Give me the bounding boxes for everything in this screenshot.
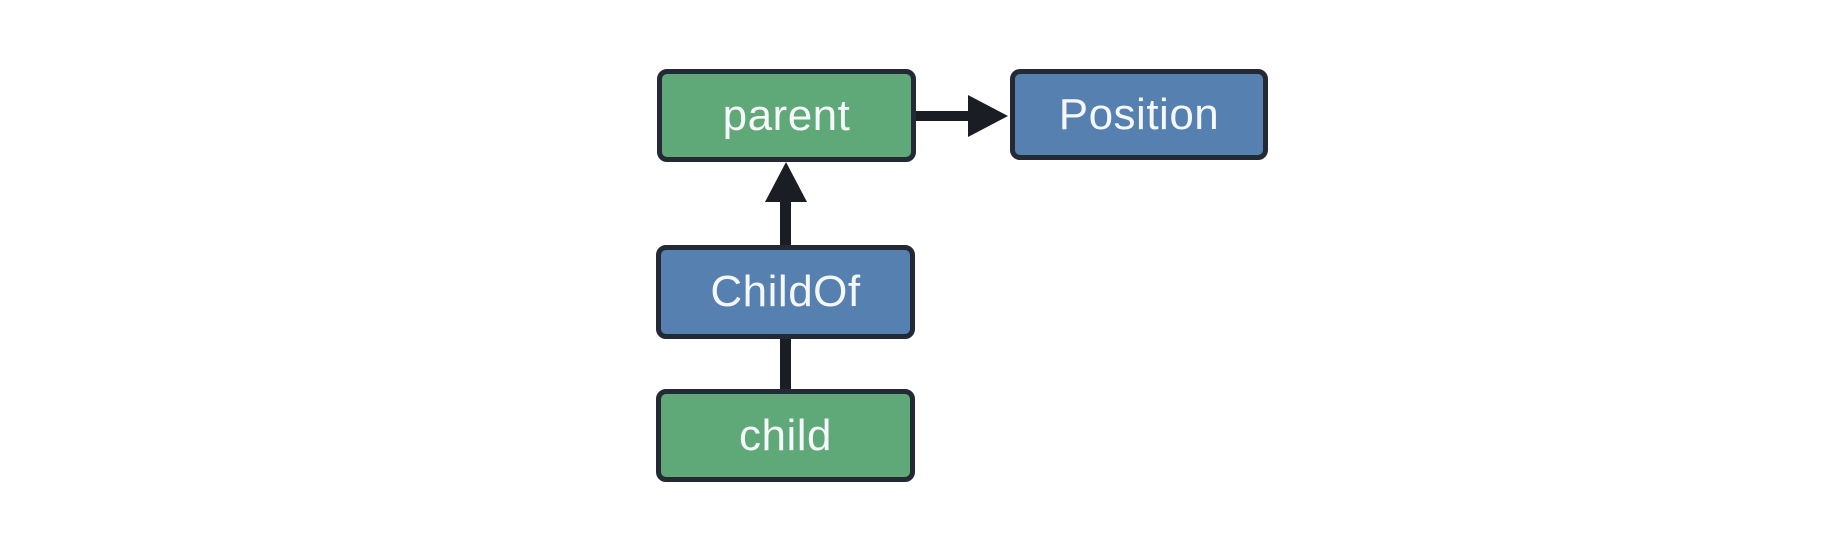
- edge-child-childof-line: [780, 339, 791, 389]
- edge-parent-position-shaft: [916, 111, 970, 121]
- node-position-label: Position: [1058, 89, 1220, 139]
- arrowhead-right-icon: [968, 95, 1008, 137]
- node-position: Position: [1010, 69, 1268, 160]
- edge-childof-parent-shaft: [780, 200, 791, 245]
- node-parent-label: parent: [722, 90, 851, 140]
- node-parent: parent: [657, 69, 916, 162]
- arrowhead-up-icon: [765, 162, 807, 202]
- node-childof-label: ChildOf: [710, 267, 861, 316]
- node-child-label: child: [739, 410, 832, 460]
- node-child: child: [656, 389, 915, 482]
- node-childof: ChildOf: [656, 245, 915, 339]
